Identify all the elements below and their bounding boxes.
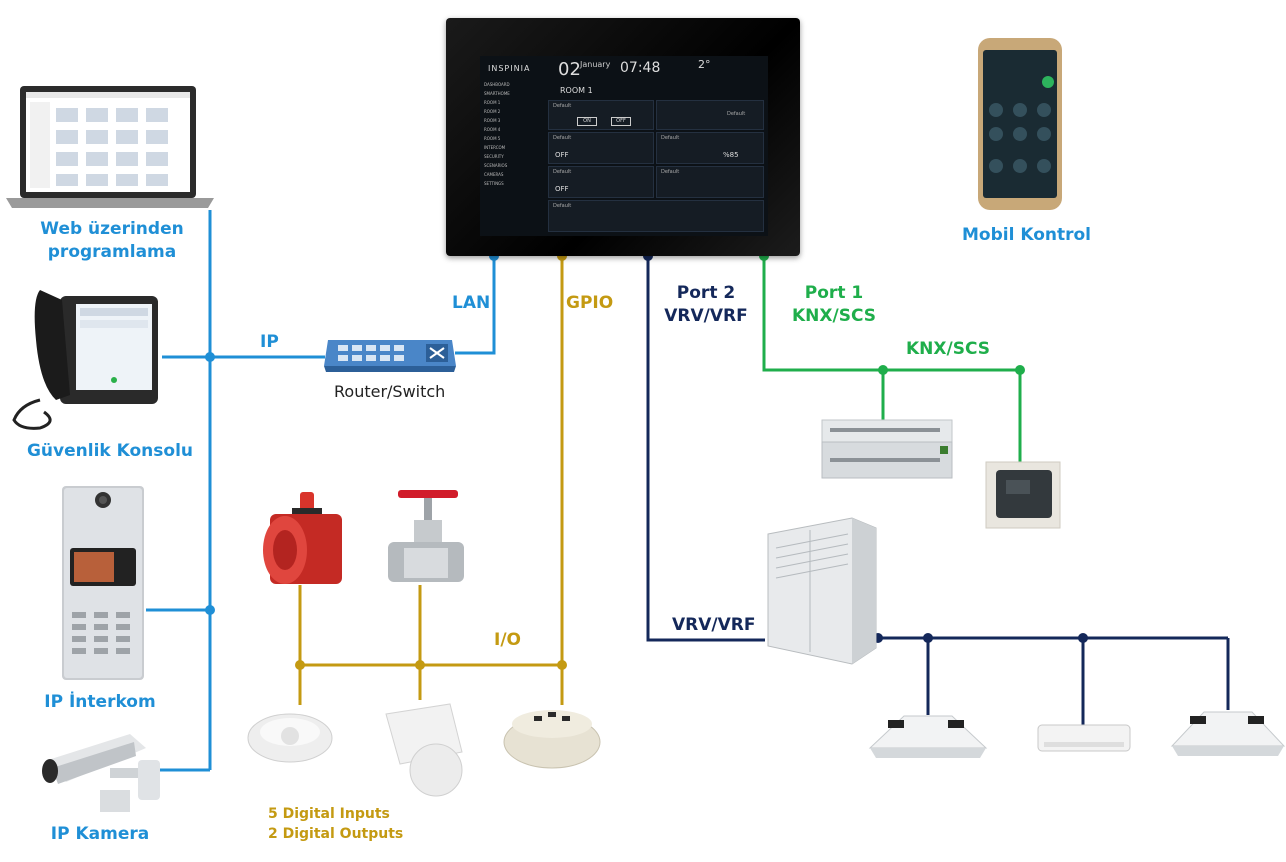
laptop-icon — [6, 86, 214, 208]
knx-scs-bus-label: KNX/SCS — [906, 339, 990, 359]
tile-title: Default — [727, 111, 746, 117]
screen-day: 02 — [558, 59, 581, 80]
tile-title: Default — [553, 135, 572, 141]
screen-tile[interactable]: Default — [656, 100, 764, 130]
thermostat-icon — [985, 461, 1061, 529]
sidebar-item[interactable]: DASHBOARD — [484, 82, 510, 87]
sidebar-item[interactable]: CAMERAS — [484, 172, 504, 177]
motion-detector-icon — [247, 713, 333, 763]
sidebar-item[interactable]: SCENARIOS — [484, 163, 508, 168]
router-switch-label: Router/Switch — [334, 382, 446, 401]
ip-line-label: IP — [260, 332, 279, 352]
ip-camera-icon — [42, 734, 160, 812]
sidebar-item[interactable]: ROOM 1 — [484, 100, 501, 105]
mobile-control-label: Mobil Kontrol — [962, 225, 1092, 245]
tile-title: Default — [553, 103, 572, 109]
tile-state: OFF — [555, 185, 569, 193]
ceiling-cassette-unit-1 — [868, 715, 988, 758]
tile-on-button[interactable]: ON — [577, 117, 597, 126]
mobile-phone-icon — [978, 38, 1062, 210]
ceiling-cassette-unit-2 — [1170, 711, 1286, 756]
sidebar-item[interactable]: SECURITY — [484, 154, 504, 159]
port2-label: Port 2 VRV/VRF — [664, 283, 748, 326]
sidebar-item[interactable]: SETTINGS — [484, 181, 504, 186]
sidebar-item[interactable]: SMARTHOME — [484, 91, 510, 96]
screen-tile[interactable]: Default ON OFF — [548, 100, 654, 130]
tile-dim-level: %85 — [723, 151, 739, 159]
gpio-junctions — [295, 251, 567, 670]
sidebar-item[interactable]: ROOM 5 — [484, 136, 501, 141]
security-console-label: Güvenlik Konsolu — [26, 441, 194, 461]
wall-split-unit — [1037, 724, 1131, 752]
screen-tile[interactable]: Default OFF — [548, 132, 654, 164]
vrv-vrf-bus-label: VRV/VRF — [672, 615, 756, 635]
screen-tile[interactable]: Default OFF — [548, 166, 654, 198]
sidebar-item[interactable]: ROOM 4 — [484, 127, 501, 132]
security-console-icon — [12, 290, 158, 430]
control-panel-device: INSPINIA 02 January 07:48 2° ROOM 1 DASH… — [446, 18, 800, 256]
smoke-detector-icon — [503, 710, 601, 769]
screen-time: 07:48 — [620, 60, 661, 76]
pir-sensor-icon — [385, 703, 463, 797]
screen-tile[interactable]: Default — [548, 200, 764, 232]
screen-room: ROOM 1 — [560, 86, 593, 95]
ip-camera-label: IP Kamera — [50, 824, 150, 844]
valve-icon — [388, 490, 464, 582]
sidebar-item[interactable]: INTERCOM — [484, 145, 506, 150]
screen-sidebar: DASHBOARD SMARTHOME ROOM 1 ROOM 2 ROOM 3… — [484, 82, 546, 190]
digital-io-label: 5 Digital Inputs 2 Digital Outputs — [268, 806, 404, 842]
siren-icon — [263, 492, 342, 584]
sidebar-item[interactable]: ROOM 3 — [484, 118, 501, 123]
web-programming-label: Web üzerinden programlama — [40, 219, 184, 262]
panel-screen: INSPINIA 02 January 07:48 2° ROOM 1 DASH… — [480, 56, 768, 236]
screen-temp: 2° — [698, 58, 711, 71]
screen-tile[interactable]: Default %85 — [656, 132, 764, 164]
tile-off-button[interactable]: OFF — [611, 117, 631, 126]
ip-intercom-icon — [62, 486, 144, 680]
tile-title: Default — [661, 135, 680, 141]
ip-network-lines — [146, 210, 496, 772]
screen-tile[interactable]: Default — [656, 166, 764, 198]
screen-month: January — [580, 60, 611, 69]
screen-logo: INSPINIA — [488, 64, 531, 73]
knx-lines — [762, 256, 1022, 462]
tile-title: Default — [661, 169, 680, 175]
port1-label: Port 1 KNX/SCS — [792, 283, 876, 326]
tile-state: OFF — [555, 151, 569, 159]
vrf-outdoor-unit-icon — [767, 517, 877, 665]
gpio-lines — [298, 256, 564, 705]
tile-title: Default — [553, 203, 572, 209]
ip-intercom-label: IP İnterkom — [44, 692, 156, 712]
router-switch-icon — [324, 340, 456, 372]
vrf-lines — [646, 256, 1230, 725]
lan-label: LAN — [452, 293, 491, 313]
knx-module-icon — [821, 419, 953, 479]
io-label: I/O — [494, 630, 521, 650]
tile-title: Default — [553, 169, 572, 175]
gpio-label: GPIO — [566, 293, 614, 313]
sidebar-item[interactable]: ROOM 2 — [484, 109, 501, 114]
